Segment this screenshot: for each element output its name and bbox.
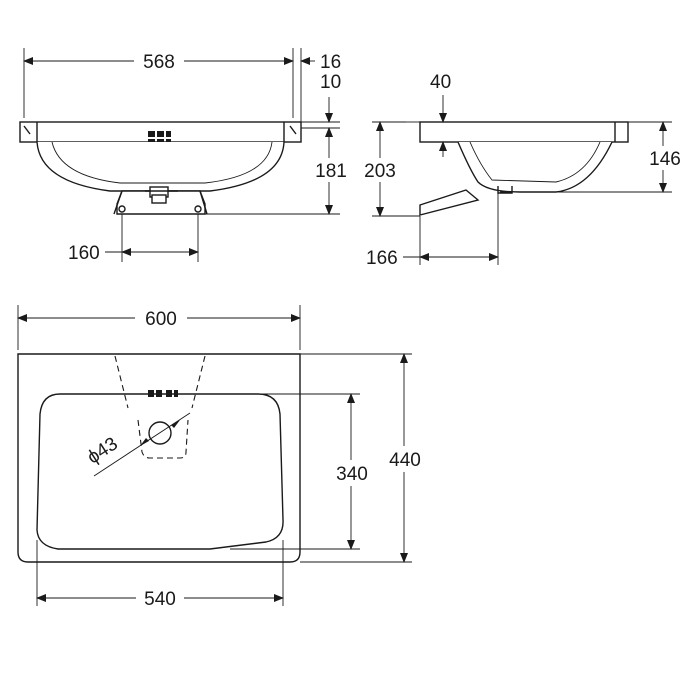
basin-bowl	[36, 141, 285, 192]
plan-width-label: 600	[145, 309, 177, 330]
profile-bowl	[457, 141, 613, 193]
side-height-label: 181	[315, 161, 347, 182]
plan-depth-label: 440	[389, 450, 421, 471]
wall-bracket	[113, 186, 208, 215]
overflow-slots	[148, 131, 171, 143]
profile-offset-label: 166	[366, 248, 398, 269]
side-bracket-label: 160	[68, 243, 100, 264]
plan-bowl-depth-label: 340	[336, 464, 368, 485]
profile-view: 40 203 146 166	[361, 72, 684, 269]
profile-height-label: 203	[364, 161, 396, 182]
side-overhang-label: 16	[320, 52, 341, 73]
side-rim-label: 10	[320, 72, 341, 93]
plan-bowl-width-label: 540	[144, 589, 176, 610]
profile-bracket	[419, 189, 480, 216]
profile-top-slab	[419, 121, 629, 143]
basin-inner-bowl	[36, 393, 284, 550]
plan-view: 600 ϕ43 440 340	[17, 305, 426, 610]
side-width-label: 568	[143, 52, 175, 73]
profile-depth-label: 146	[649, 149, 681, 170]
side-view: 568 16	[19, 48, 350, 264]
plan-overflow-slots	[146, 390, 180, 397]
profile-top-label: 40	[430, 72, 451, 93]
tap-hole	[148, 421, 172, 445]
